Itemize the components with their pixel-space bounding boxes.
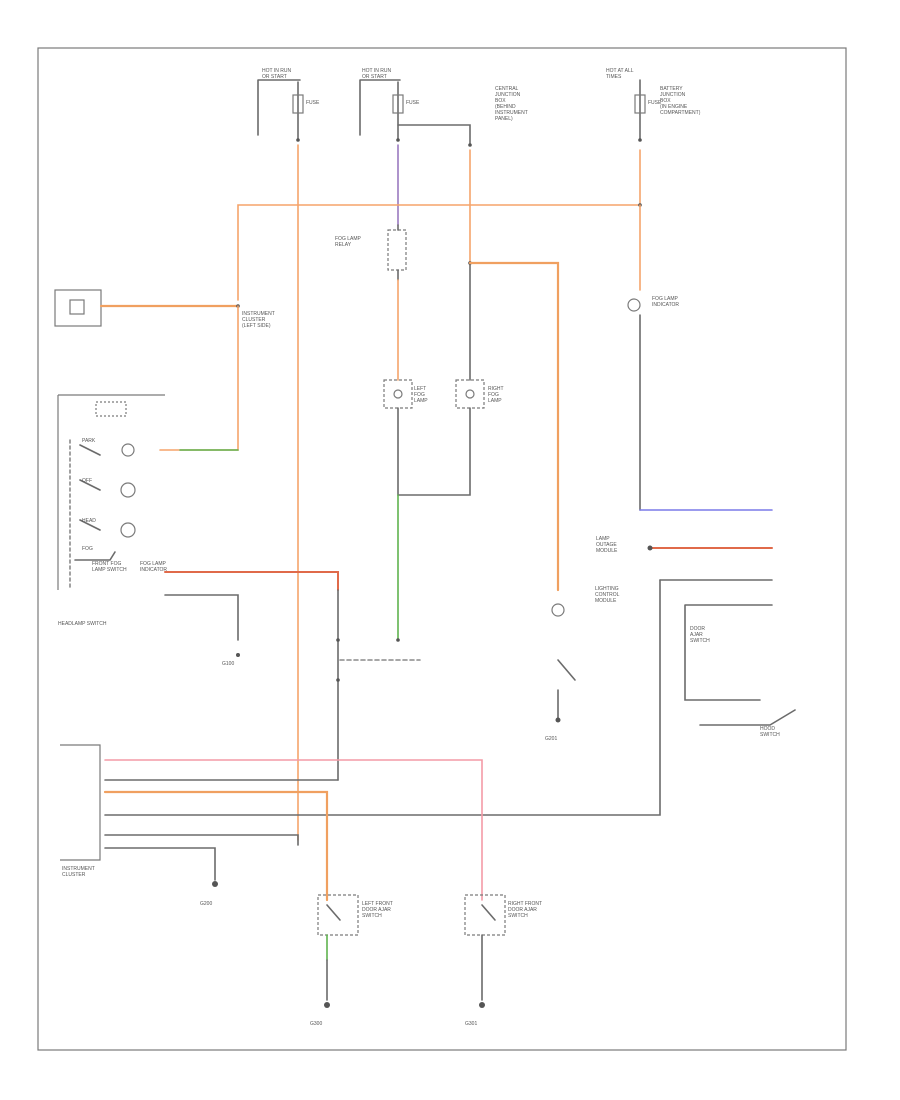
wire-right-long-drop <box>104 579 661 816</box>
fuse-feed-2 <box>359 79 472 147</box>
wire-fog-ground-left <box>397 407 471 496</box>
label-fuse-c: FUSE <box>648 100 662 106</box>
right-front-door-switch <box>464 894 506 1008</box>
label-g100: G100 <box>222 661 234 667</box>
label-off: OFF <box>82 478 92 484</box>
diagram-frame <box>37 47 847 1051</box>
wire-relay-out <box>468 261 560 592</box>
fuse-feed-3 <box>634 79 646 142</box>
wire-lcm-box <box>659 579 773 701</box>
wire-top-horizontal <box>237 149 641 301</box>
label-park: PARK <box>82 438 96 444</box>
fog-lamp-switch-right <box>551 603 576 723</box>
left-front-door-switch <box>317 894 359 1008</box>
right-fog-lamp <box>455 379 485 409</box>
left-connector <box>54 289 102 327</box>
headlamp-switch <box>57 394 165 591</box>
label-g301: G301 <box>465 1021 477 1027</box>
label-head: HEAD <box>82 518 96 524</box>
label-fuse-a: FUSE <box>306 100 320 106</box>
label-g300: G300 <box>310 1021 322 1027</box>
wire-lcm-switch <box>699 709 796 726</box>
label-g201: G201 <box>545 736 557 742</box>
indicator-lamp-right <box>627 298 641 511</box>
label-fuse-b: FUSE <box>406 100 420 106</box>
label-fog: FOG <box>82 546 93 552</box>
left-fog-lamp <box>383 379 413 409</box>
label-g200: G200 <box>200 901 212 907</box>
wire-switch-red <box>164 571 339 591</box>
fog-lamp-relay <box>387 224 407 281</box>
wire-switch-black <box>164 594 239 641</box>
wire-left-vertical <box>159 305 239 451</box>
bottom-connector <box>60 744 483 902</box>
label-headlamp-switch: HEADLAMP SWITCH <box>58 621 107 627</box>
fuse-feed-1 <box>257 79 304 142</box>
